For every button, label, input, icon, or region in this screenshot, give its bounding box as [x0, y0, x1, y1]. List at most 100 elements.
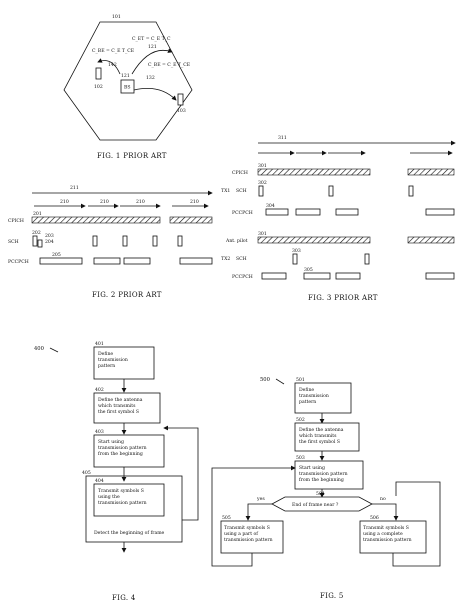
step-501-line3: pattern — [299, 399, 316, 405]
sch-1 — [32, 235, 38, 247]
eq-top: C_ET = C_E T_C — [132, 36, 171, 42]
step-503-box — [294, 460, 364, 490]
ref-frame-3: 311 — [278, 135, 287, 141]
ref-bs: 121 — [121, 73, 130, 79]
arrow-no — [372, 503, 399, 521]
pccpch3-3 — [335, 208, 359, 216]
pccpch-3 — [123, 257, 151, 265]
figure-2: 211 210 210 210 210 CPICH 201 SCH 202 20… — [8, 185, 213, 299]
row-sch: SCH — [8, 239, 19, 245]
detect-frame-text: Detect the beginning of frame — [94, 530, 165, 536]
row-cpich-3: CPICH — [232, 170, 248, 176]
step-404-line1: Transmit symbols S — [98, 488, 144, 494]
fig5-ref: 500 — [260, 377, 270, 383]
step-502-line2: which transmits — [299, 433, 337, 439]
step-505-line2: using a part of — [224, 531, 258, 537]
ref-slot-b: 210 — [100, 199, 109, 205]
step-401-line1: Define — [98, 351, 113, 357]
step-501-line2: transmission — [299, 393, 329, 399]
step-404-box — [93, 483, 165, 517]
pccpch3b-3 — [335, 272, 361, 280]
cpich3-bar-2 — [407, 168, 455, 176]
ref-pilot-3: 301 — [258, 231, 267, 237]
fig1-caption: FIG. 1 PRIOR ART — [97, 152, 167, 160]
ref-slot-a: 210 — [60, 199, 69, 205]
ref-sch-c: 204 — [45, 239, 54, 245]
ref-cpich: 201 — [33, 211, 42, 217]
step-404-line3: transmission pattern — [98, 500, 147, 506]
step-502-line1: Define the antenna — [299, 427, 344, 433]
fig4-ref-leader — [49, 347, 59, 353]
arrow-top — [131, 48, 173, 75]
ref-401: 401 — [95, 341, 104, 347]
ue-left — [95, 67, 102, 80]
row-sch-3: SCH — [236, 188, 247, 194]
row-pccpch: PCCPCH — [8, 259, 29, 265]
sch-4 — [152, 235, 158, 247]
cpich3-bar — [257, 168, 371, 176]
row-pccpch2-3: PCCPCH — [232, 274, 253, 280]
pilot3-bar-2 — [407, 236, 455, 244]
fig3-caption: FIG. 3 PRIOR ART — [308, 294, 378, 302]
arrow-yes — [245, 503, 272, 521]
ref-504: 504 — [316, 491, 325, 497]
step-505-box — [220, 520, 284, 554]
row-cpich: CPICH — [8, 218, 24, 224]
step-403-line1: Start using — [98, 439, 124, 445]
step-502-line3: the first symbol S — [299, 439, 340, 445]
step-506-line1: Transmit symbols S — [363, 525, 409, 531]
step-404-line2: using the — [98, 494, 120, 500]
ref-sch-3: 302 — [258, 180, 267, 186]
ref-ue-right: 103 — [177, 108, 186, 114]
sch3b-1 — [292, 253, 298, 265]
sch-3 — [122, 235, 128, 247]
ref-404: 404 — [95, 478, 104, 484]
step-506-line3: transmission pattern — [363, 537, 412, 543]
sch3b-2 — [364, 253, 370, 265]
ref-403: 403 — [95, 429, 104, 435]
ref-frame: 211 — [70, 185, 79, 191]
step-401-line2: transmission — [98, 357, 128, 363]
cpich-bar — [31, 216, 161, 224]
tx2-label: TX2 — [221, 256, 230, 262]
ref-left-arrow: 142 — [108, 62, 117, 68]
pccpch3-1 — [265, 208, 289, 216]
step-403-box — [93, 434, 165, 468]
step-402-line2: which transmits — [98, 403, 136, 409]
cell-hexagon — [63, 21, 193, 141]
step-506-box — [359, 520, 427, 554]
step-402-line1: Define the antenna — [98, 397, 143, 403]
step-506-line2: using a complete — [363, 531, 403, 537]
step-501-line1: Define — [299, 387, 314, 393]
arrow-right — [133, 87, 177, 101]
sch-5 — [177, 235, 183, 247]
ref-503: 503 — [296, 455, 305, 461]
pccpch3b-2 — [303, 272, 331, 280]
pccpch-2 — [93, 257, 121, 265]
loop-right — [392, 481, 441, 567]
fig4-caption: FIG. 4 — [112, 594, 136, 602]
figure-1: 101 BS 121 102 103 C_ET = C_E T_C C_BE =… — [63, 14, 193, 160]
ref-cpich-3: 301 — [258, 163, 267, 169]
ref-502: 502 — [296, 417, 305, 423]
step-402-box — [93, 392, 161, 424]
ref-pccpch2-3: 305 — [304, 267, 313, 273]
pccpch3-2 — [295, 208, 321, 216]
ref-right-arrow: 132 — [146, 75, 155, 81]
row-pccpch-3: PCCPCH — [232, 210, 253, 216]
branch-no: no — [380, 497, 386, 502]
pccpch-4 — [179, 257, 213, 265]
arrow-left — [97, 58, 121, 75]
ref-sch2-3: 303 — [292, 248, 301, 254]
base-station-box — [120, 79, 135, 94]
figure-5: 500 501 Define transmission pattern 502 … — [211, 377, 441, 600]
step-402-line3: the first symbol S — [98, 409, 139, 415]
fig2-caption: FIG. 2 PRIOR ART — [92, 291, 162, 299]
ref-405: 405 — [82, 470, 91, 476]
step-503-line2: transmission pattern — [299, 471, 348, 477]
ref-505: 505 — [222, 515, 231, 521]
ref-pccpch: 205 — [52, 252, 61, 258]
sch-2 — [92, 235, 98, 247]
eq-right: C_BE = C_E T_CE — [148, 62, 190, 68]
